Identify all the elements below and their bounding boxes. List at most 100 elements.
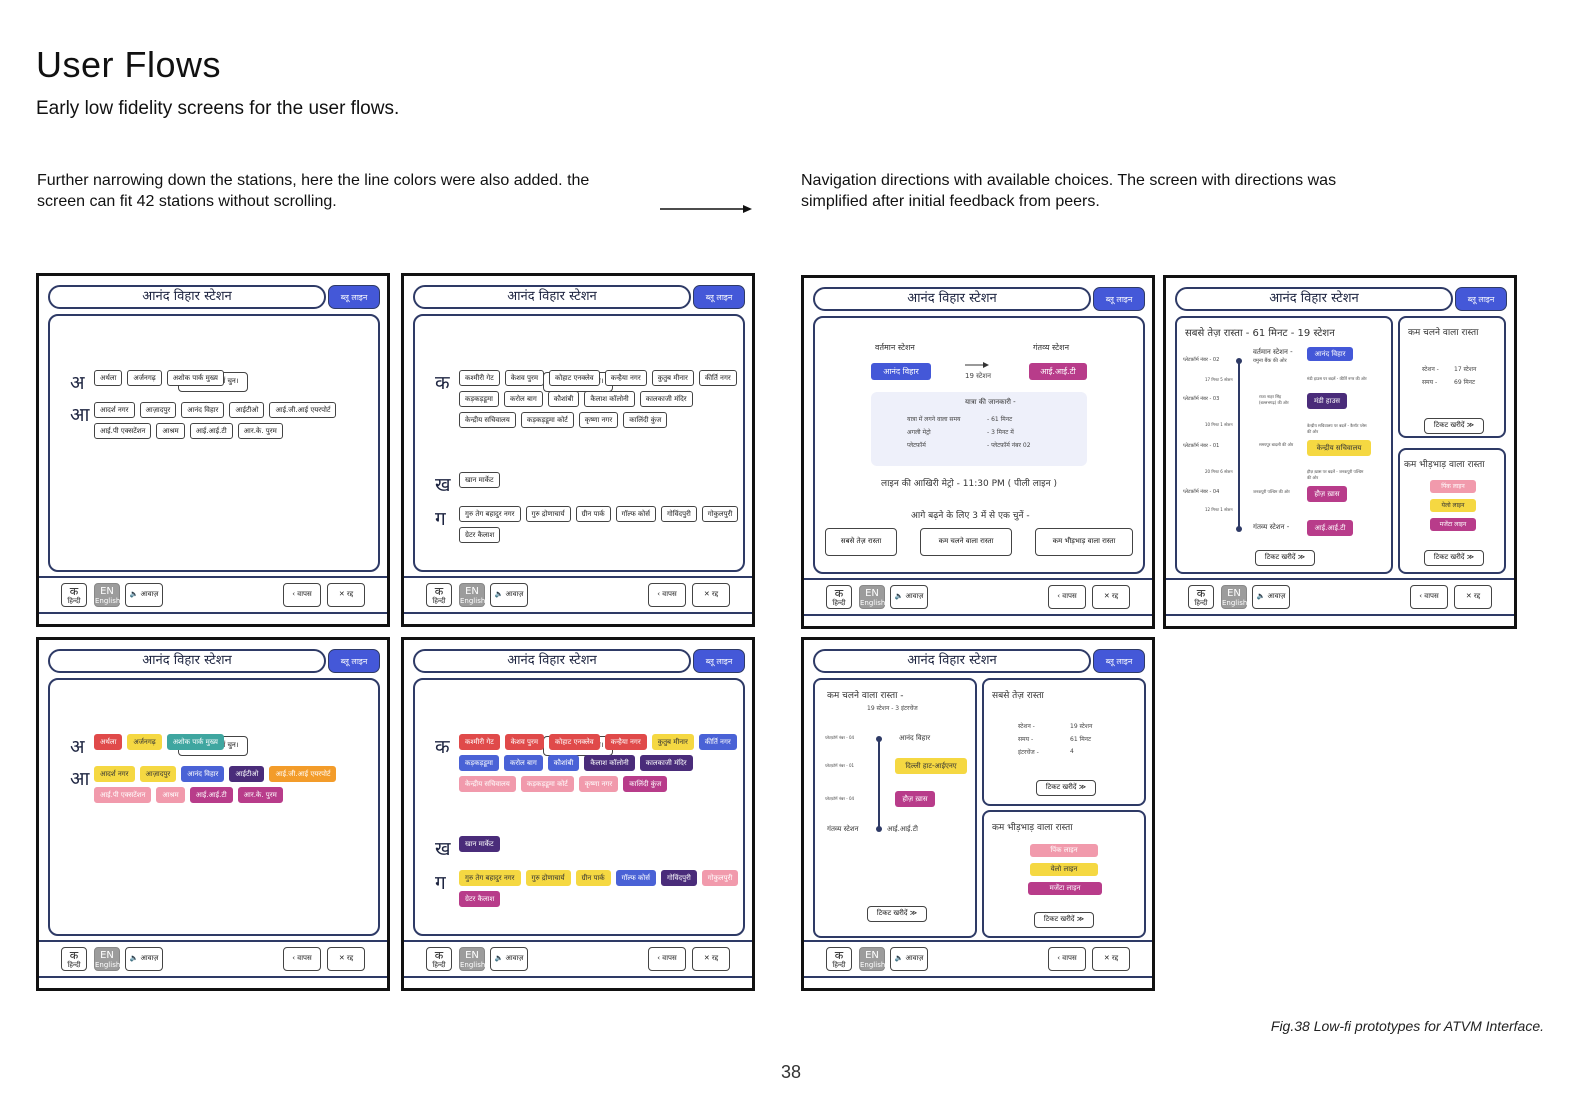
station-chip[interactable]: कृष्णा नगर (578, 412, 619, 428)
station-chip[interactable]: आईटीओ (229, 402, 265, 418)
buy-ticket-button[interactable]: टिकट खरीदें ≫ (867, 906, 927, 922)
line-badge-button[interactable]: ब्लू लाइन (1455, 287, 1507, 311)
line-badge-button[interactable]: ब्लू लाइन (1093, 287, 1145, 311)
buy-ticket-button[interactable]: टिकट खरीदें ≫ (1424, 550, 1484, 566)
station-chip[interactable]: आदर्श नगर (94, 402, 135, 418)
station-chip[interactable]: गॉल्फ कोर्स (615, 870, 656, 886)
line-badge-button[interactable]: ब्लू लाइन (328, 649, 380, 673)
station-chip[interactable]: गुरु द्रोणाचार्य (525, 506, 571, 522)
station-chip[interactable]: कीर्ति नगर (698, 370, 737, 386)
station-chip[interactable]: करोल बाग (504, 755, 543, 771)
station-chip[interactable]: आईटीओ (229, 766, 265, 782)
station-chip[interactable]: कैलाश कॉलोनी (584, 755, 635, 771)
station-chip[interactable]: गोकुलपुरी (701, 506, 739, 522)
station-chip[interactable]: आर.के. पुरम (237, 423, 283, 439)
volume-button[interactable]: 🔈 आवाज़ (490, 583, 528, 607)
station-chip[interactable]: कुतुब मीनार (651, 734, 694, 750)
station-chip[interactable]: कश्मीरी गेट (459, 370, 500, 386)
station-chip[interactable]: कालकाजी मंदिर (639, 755, 693, 771)
station-chip[interactable]: गुरु द्रोणाचार्य (525, 870, 571, 886)
station-chip[interactable]: ग्रीन पार्क (575, 870, 611, 886)
buy-ticket-button[interactable]: टिकट खरीदें ≫ (1255, 550, 1315, 566)
buy-ticket-button[interactable]: टिकट खरीदें ≫ (1424, 418, 1484, 434)
station-chip[interactable]: खान मार्केट (459, 836, 500, 852)
station-chip[interactable]: ग्रीन पार्क (575, 506, 611, 522)
buy-ticket-button[interactable]: टिकट खरीदें ≫ (1034, 912, 1094, 928)
station-chip[interactable]: आश्रम (156, 423, 185, 439)
station-chip[interactable]: कालकाजी मंदिर (639, 391, 693, 407)
station-chip[interactable]: आई.पी एक्सटेंशन (94, 787, 152, 803)
volume-button[interactable]: 🔈 आवाज़ (125, 583, 163, 607)
dest-station-badge[interactable]: आई.आई.टी (1029, 363, 1087, 380)
station-chip[interactable]: आई.पी एक्सटेंशन (94, 423, 152, 439)
station-chip[interactable]: आई.जी.आई एयरपोर्ट (269, 402, 337, 418)
station-chip[interactable]: अर्जनगढ़ (127, 370, 162, 386)
station-chip[interactable]: कड़कड़डूमा (459, 391, 499, 407)
fastest-route-button[interactable]: सबसे तेज़ रास्ता (825, 528, 897, 556)
station-chip[interactable]: कालिंदी कुंज (623, 776, 668, 792)
station-chip[interactable]: केन्द्रीय सचिवालय (459, 776, 516, 792)
station-chip[interactable]: गुरु तेग बहादुर नगर (459, 506, 521, 522)
station-chip[interactable]: आदर्श नगर (94, 766, 135, 782)
station-chip[interactable]: कीर्ति नगर (698, 734, 737, 750)
station-chip[interactable]: कड़कड़डूमा (459, 755, 499, 771)
station-chip[interactable]: कौशांबी (547, 391, 580, 407)
volume-button[interactable]: 🔈 आवाज़ (1252, 585, 1290, 609)
station-chip[interactable]: कन्हैया नगर (604, 370, 647, 386)
station-chip[interactable]: अर्थला (94, 734, 123, 750)
station-chip[interactable]: अर्जनगढ़ (127, 734, 162, 750)
cancel-button[interactable]: ✕ रद्द (1092, 947, 1130, 971)
back-button[interactable]: ‹ वापस (648, 947, 686, 971)
station-chip[interactable]: गोविंदपुरी (660, 506, 697, 522)
back-button[interactable]: ‹ वापस (648, 583, 686, 607)
back-button[interactable]: ‹ वापस (283, 583, 321, 607)
station-chip[interactable]: कन्हैया नगर (604, 734, 647, 750)
line-badge-button[interactable]: ब्लू लाइन (1093, 649, 1145, 673)
volume-button[interactable]: 🔈 आवाज़ (125, 947, 163, 971)
station-chip[interactable]: केशव पुरम (504, 370, 545, 386)
station-chip[interactable]: कृष्णा नगर (578, 776, 619, 792)
back-button[interactable]: ‹ वापस (1048, 947, 1086, 971)
station-chip[interactable]: आज़ादपुर (139, 402, 177, 418)
cancel-button[interactable]: ✕ रद्द (1454, 585, 1492, 609)
line-badge-button[interactable]: ब्लू लाइन (693, 649, 745, 673)
station-chip[interactable]: अशोक पार्क मुख्य (166, 734, 224, 750)
station-chip[interactable]: कड़कड़डूमा कोर्ट (520, 776, 574, 792)
back-button[interactable]: ‹ वापस (283, 947, 321, 971)
cancel-button[interactable]: ✕ रद्द (327, 583, 365, 607)
station-chip[interactable]: आनंद विहार (181, 766, 225, 782)
back-button[interactable]: ‹ वापस (1048, 585, 1086, 609)
station-chip[interactable]: गॉल्फ कोर्स (615, 506, 656, 522)
station-chip[interactable]: कोहाट एनक्लेव (549, 370, 600, 386)
volume-button[interactable]: 🔈 आवाज़ (490, 947, 528, 971)
line-badge-button[interactable]: ब्लू लाइन (328, 285, 380, 309)
station-chip[interactable]: केशव पुरम (504, 734, 545, 750)
station-chip[interactable]: गोकुलपुरी (701, 870, 739, 886)
station-chip[interactable]: गोविंदपुरी (660, 870, 697, 886)
volume-button[interactable]: 🔈 आवाज़ (890, 947, 928, 971)
station-chip[interactable]: आनंद विहार (181, 402, 225, 418)
station-chip[interactable]: खान मार्केट (459, 472, 500, 488)
station-chip[interactable]: आई.आई.टी (189, 787, 233, 803)
least-crowd-button[interactable]: कम भीड़भाड़ वाला रास्ता (1035, 528, 1133, 556)
station-chip[interactable]: आई.जी.आई एयरपोर्ट (269, 766, 337, 782)
station-chip[interactable]: अशोक पार्क मुख्य (166, 370, 224, 386)
station-chip[interactable]: गुरु तेग बहादुर नगर (459, 870, 521, 886)
least-walk-button[interactable]: कम चलने वाला रास्ता (920, 528, 1012, 556)
station-chip[interactable]: करोल बाग (504, 391, 543, 407)
station-chip[interactable]: कौशांबी (547, 755, 580, 771)
station-chip[interactable]: आश्रम (156, 787, 185, 803)
volume-button[interactable]: 🔈 आवाज़ (890, 585, 928, 609)
cancel-button[interactable]: ✕ रद्द (1092, 585, 1130, 609)
cancel-button[interactable]: ✕ रद्द (692, 583, 730, 607)
